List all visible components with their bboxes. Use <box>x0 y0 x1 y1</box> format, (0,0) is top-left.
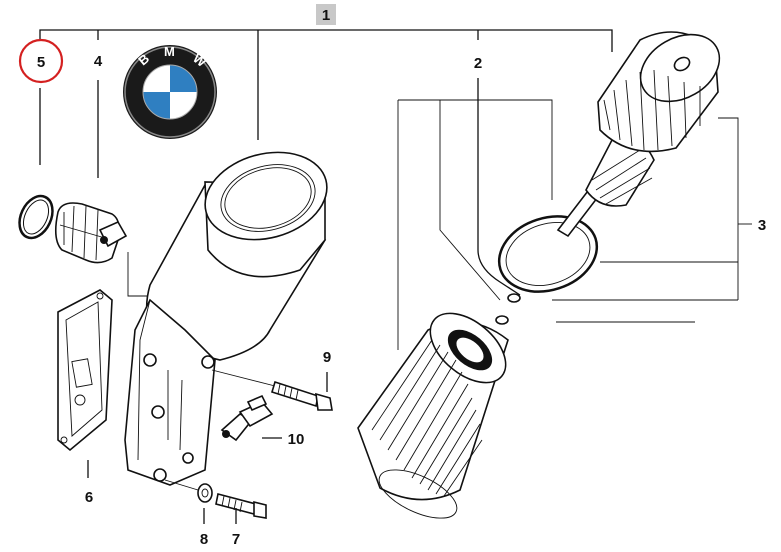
callout-1[interactable]: 1 <box>316 4 336 25</box>
leader-8-dash <box>164 479 199 491</box>
part-10-sensor[interactable] <box>220 394 274 442</box>
bracket-part-3 <box>718 117 739 300</box>
callout-8[interactable]: 8 <box>200 531 208 548</box>
leader-4b <box>127 252 148 297</box>
callout-1-label: 1 <box>322 7 330 24</box>
part-3-filter-cap[interactable] <box>489 21 731 304</box>
logo-letter-m: M <box>164 44 175 59</box>
part-2-small-o-rings[interactable] <box>495 293 521 325</box>
callout-6-label: 6 <box>85 489 93 506</box>
callout-1-highlight <box>316 4 336 25</box>
callout-9-label: 9 <box>323 349 331 366</box>
callout-8-label: 8 <box>200 531 208 548</box>
part-4-valve[interactable] <box>54 202 128 264</box>
callout-4[interactable]: 4 <box>94 53 103 70</box>
part-9-bolt[interactable] <box>211 369 333 411</box>
callout-7[interactable]: 7 <box>232 531 240 548</box>
part-1-filter-housing[interactable] <box>124 139 337 486</box>
bmw-logo: B M W <box>123 44 217 139</box>
bracket-part-2 <box>397 99 738 350</box>
callout-3[interactable]: 3 <box>758 217 766 234</box>
part-8-washer[interactable] <box>197 483 213 503</box>
part-7-bolt[interactable] <box>215 493 267 519</box>
part-6-gasket[interactable] <box>57 289 113 452</box>
callout-3-label: 3 <box>758 217 766 234</box>
callout-5-circle <box>18 38 64 84</box>
callout-5[interactable]: 5 <box>18 38 64 84</box>
callout-5-label: 5 <box>37 54 45 71</box>
callout-2[interactable]: 2 <box>474 55 482 72</box>
part-2-filter-element[interactable] <box>357 300 518 528</box>
callout-2-label: 2 <box>474 55 482 72</box>
leader-2 <box>477 78 521 296</box>
callout-10[interactable]: 10 <box>288 431 305 448</box>
callout-7-label: 7 <box>232 531 240 548</box>
bracket-part-1 <box>39 29 613 140</box>
callout-6[interactable]: 6 <box>85 489 93 506</box>
callout-4-label: 4 <box>94 53 103 70</box>
part-5-o-ring[interactable] <box>13 191 59 244</box>
callout-9[interactable]: 9 <box>323 349 331 366</box>
callout-10-label: 10 <box>288 431 305 448</box>
